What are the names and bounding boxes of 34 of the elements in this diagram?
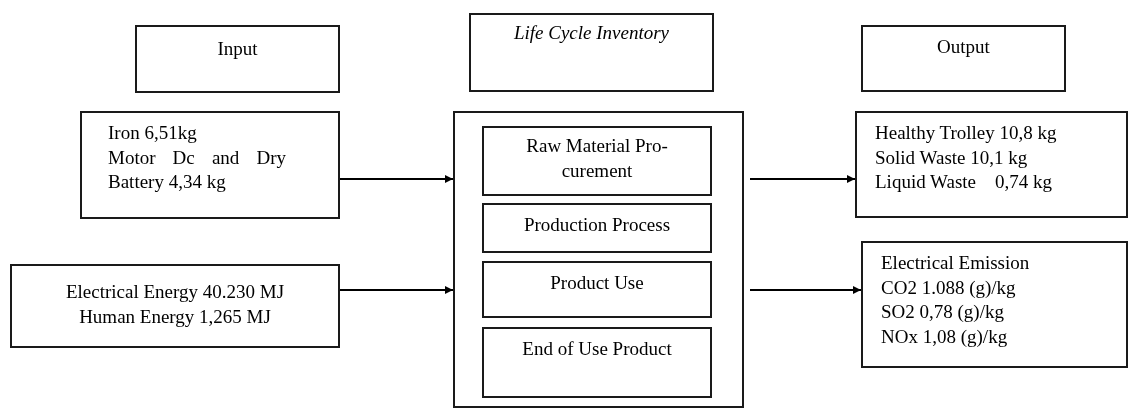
- text-box: [861, 25, 1066, 92]
- box-text: Iron 6,51kg: [108, 121, 198, 145]
- box-text: Healthy Trolley 10,8 kg: [875, 121, 1058, 145]
- text-box: [861, 241, 1128, 368]
- box-text: Product Use: [549, 271, 645, 295]
- text-box: [482, 261, 712, 318]
- text-box: [482, 126, 712, 196]
- box-text: Life Cycle Inventory: [512, 21, 671, 45]
- box-text: Liquid Waste 0,74 kg: [875, 170, 1054, 195]
- box-text: Solid Waste 10,1 kg: [875, 145, 1029, 170]
- arrow: [749, 175, 856, 183]
- box-text: Electrical Emission: [881, 251, 1031, 275]
- text-box: [80, 111, 340, 219]
- arrow: [749, 286, 862, 294]
- box-text: Electrical Energy 40.230 MJ: [64, 280, 286, 304]
- text-box: [482, 203, 712, 253]
- arrow: [339, 175, 454, 183]
- text-box: [10, 264, 340, 348]
- box-text: Input: [216, 37, 259, 61]
- box-text: NOx 1,08 (g)/kg: [881, 325, 1009, 350]
- text-box: [135, 25, 340, 93]
- box-text: SO2 0,78 (g)/kg: [881, 300, 1005, 325]
- box-text: Human Energy 1,265 MJ: [78, 304, 272, 329]
- text-box: [469, 13, 714, 92]
- box-text: Raw Material Pro-curement: [525, 134, 669, 183]
- box-text: CO2 1.088 (g)/kg: [881, 275, 1017, 300]
- box-text: End of Use Product: [521, 337, 673, 361]
- arrow: [339, 286, 454, 294]
- box-text: Output: [936, 35, 991, 59]
- box-text: Motor Dc and Dry Battery 4,34 kg: [108, 145, 286, 195]
- container-box: [453, 111, 744, 408]
- box-text: Production Process: [522, 213, 672, 237]
- text-box: [855, 111, 1128, 218]
- text-box: [482, 327, 712, 398]
